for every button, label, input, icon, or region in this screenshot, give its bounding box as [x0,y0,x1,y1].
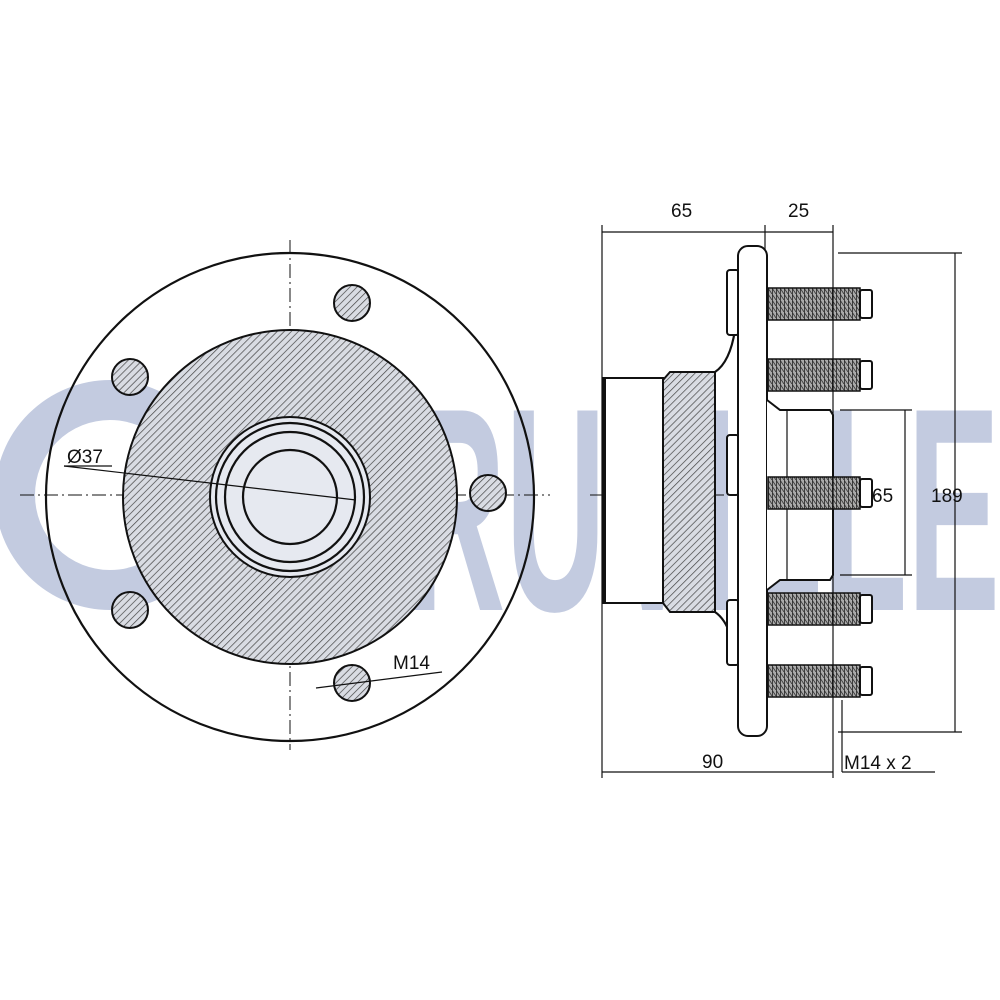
stud-tip [859,289,873,319]
stud-holes [111,284,507,702]
wheel-stud [767,664,861,698]
dim-spigot-diameter: 65 [872,486,893,507]
dim-stud-length: 25 [788,201,809,222]
bore-diameter-label: Ø37 [67,447,103,468]
thread-label: M14 [393,653,430,674]
bearing-ring [214,421,366,573]
wheel-studs [767,287,873,698]
bore-leader [63,465,357,501]
dimension-lines [601,225,962,778]
flange [737,245,768,737]
bearing-housing [602,377,664,604]
wheel-stud [767,592,861,626]
dim-total-length: 90 [702,752,723,773]
stud-tip [859,360,873,390]
stud-tip [859,478,873,508]
stud-hole [111,591,149,629]
bore [241,448,339,546]
stud-hole [333,284,371,322]
thread-leader [315,671,443,689]
stud-tip [859,594,873,624]
wheel-stud [767,287,861,321]
bearing-ring-outer [209,416,371,578]
dim-hub-length: 65 [671,201,692,222]
flange-outline [44,251,536,743]
front-view: Ø37 M14 [20,240,550,750]
side-view: 65 25 90 65 189 M14 x 2 [590,201,963,778]
wheel-stud [767,476,861,510]
dim-flange-diameter: 189 [931,486,963,507]
bearing-ring-inner [223,430,357,564]
stud-hole [111,358,149,396]
dim-stud-thread: M14 x 2 [844,753,912,774]
stud-hole [469,474,507,512]
hub-body [662,371,716,613]
stud-tip [859,666,873,696]
wheel-stud [767,358,861,392]
